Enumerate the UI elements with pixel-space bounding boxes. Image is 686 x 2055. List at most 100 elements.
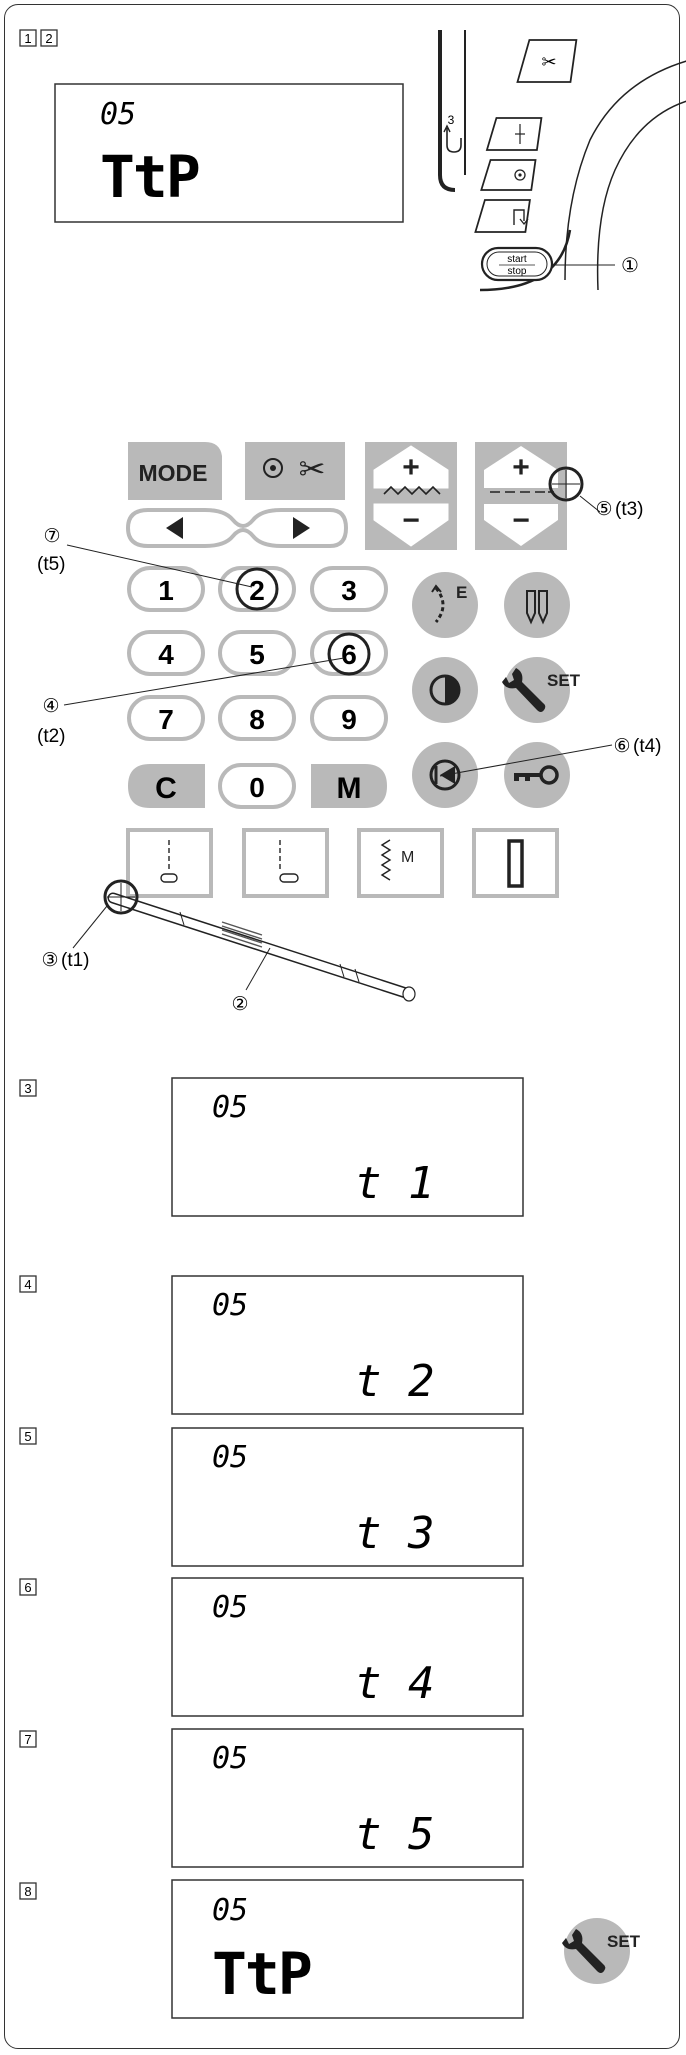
- lcd-display-step-7: [171, 1728, 524, 1868]
- e-label: E: [456, 583, 467, 602]
- key-5[interactable]: 5: [218, 630, 296, 676]
- key-2[interactable]: 2: [218, 566, 296, 612]
- step-marker-3: 3: [24, 1081, 31, 1096]
- page-frame: [4, 4, 680, 2049]
- bartack-button[interactable]: [472, 828, 559, 898]
- set-label-step-8: SET: [607, 1932, 641, 1951]
- lcd-7-code: t 5: [355, 1809, 434, 1860]
- callout-6-leader: [439, 744, 613, 777]
- start-label: start: [507, 254, 527, 265]
- lcd-8-pattern: 05: [212, 1893, 248, 1928]
- lcd-display-step-3: [171, 1077, 524, 1217]
- callout-7-tag: (t5): [37, 554, 66, 575]
- step-marker-7-box: [19, 1730, 37, 1748]
- lcd-3-code: t 1: [355, 1158, 434, 1209]
- step-marker-8: 8: [24, 1884, 31, 1899]
- step-marker-8-box: [19, 1882, 37, 1900]
- elongation-button[interactable]: E: [412, 572, 478, 638]
- lcd-display-step-8: [171, 1879, 524, 2019]
- stop-label: stop: [508, 266, 527, 277]
- key-3[interactable]: 3: [310, 566, 388, 612]
- lcd-code-ttp: TtP: [100, 143, 199, 211]
- callout-3-tag: (t1): [61, 950, 90, 971]
- lcd-7-pattern: 05: [212, 1741, 248, 1776]
- lcd-display-step-4: [171, 1275, 524, 1415]
- step-marker-1: 1: [24, 31, 31, 46]
- key-m-label: M: [337, 772, 362, 805]
- lcd-4-code: t 2: [355, 1356, 434, 1407]
- callout-5-tag: (t3): [615, 499, 644, 520]
- stitch-length-adjuster[interactable]: + −: [475, 442, 567, 550]
- key-c-label: C: [155, 772, 177, 805]
- key-8-label: 8: [249, 704, 265, 735]
- mode-button[interactable]: MODE: [128, 442, 222, 500]
- step-marker-1-box: [19, 29, 37, 47]
- zigzag-m-button[interactable]: M: [357, 828, 444, 898]
- set-button[interactable]: SET: [502, 657, 581, 723]
- stitch-width-adjuster[interactable]: + −: [365, 442, 457, 550]
- m-label: M: [401, 849, 414, 866]
- key-3-label: 3: [341, 575, 357, 606]
- lcd-pattern-number: 05: [100, 97, 136, 132]
- key-9-label: 9: [341, 704, 357, 735]
- width-plus: +: [402, 451, 420, 484]
- key-5-label: 5: [249, 639, 265, 670]
- bartack-icon: [507, 839, 524, 888]
- zigzag-icon: [380, 839, 392, 881]
- reverse-button[interactable]: [474, 199, 531, 233]
- touch-point-t3: [548, 466, 584, 502]
- step-marker-5: 5: [24, 1429, 31, 1444]
- key-0[interactable]: 0: [218, 763, 296, 809]
- arrow-right-icon[interactable]: [293, 517, 310, 539]
- lcd-4-pattern: 05: [212, 1288, 248, 1323]
- highlight-ring-key-2: [235, 567, 279, 611]
- set-label: SET: [547, 671, 581, 690]
- step-marker-4-box: [19, 1275, 37, 1293]
- key-8[interactable]: 8: [218, 695, 296, 741]
- elongation-icon: [434, 587, 445, 623]
- mirror-image-button[interactable]: [412, 657, 478, 723]
- panel-cutter-button[interactable]: ✂: [245, 442, 345, 500]
- restart-icon: [429, 759, 461, 791]
- touch-pen: [107, 892, 416, 1002]
- callout-5-leader: [579, 495, 601, 513]
- lcd-display-step-6: [171, 1577, 524, 1717]
- callout-6-number: ⑥: [613, 736, 630, 757]
- arrow-left-icon[interactable]: [166, 517, 183, 539]
- key-1[interactable]: 1: [127, 566, 205, 612]
- lcd-3-pattern: 05: [212, 1090, 248, 1125]
- key-memory[interactable]: M: [311, 764, 387, 808]
- start-stop-button[interactable]: start stop: [480, 246, 554, 282]
- twin-needle-icon: [526, 590, 548, 625]
- callout-4-leader: [63, 657, 345, 706]
- key-9[interactable]: 9: [310, 695, 388, 741]
- buttonhole-button-2[interactable]: [242, 828, 329, 898]
- callout-5-number: ⑤: [595, 499, 612, 520]
- buttonhole-button-1[interactable]: [126, 828, 213, 898]
- lock-key-button[interactable]: [504, 742, 570, 808]
- callout-3-number: ③: [41, 950, 58, 971]
- set-button-step-8[interactable]: SET: [562, 1918, 641, 1984]
- key-6[interactable]: 6: [310, 630, 388, 676]
- needle-up-down-button[interactable]: [485, 117, 543, 151]
- lcd-5-code: t 3: [355, 1508, 434, 1559]
- key-1-label: 1: [158, 575, 174, 606]
- key-4[interactable]: 4: [127, 630, 205, 676]
- callout-7-leader: [66, 544, 253, 588]
- pattern-arrow-bar: [125, 508, 349, 548]
- highlight-ring-key-6: [327, 632, 371, 676]
- callout-2-number: ②: [231, 994, 248, 1015]
- key-clear[interactable]: C: [128, 764, 205, 808]
- key-0-label: 0: [249, 772, 265, 803]
- callout-2-leader: [245, 947, 271, 991]
- auto-lock-button[interactable]: [480, 159, 537, 191]
- step-marker-4: 4: [24, 1277, 31, 1292]
- key-7[interactable]: 7: [127, 695, 205, 741]
- twin-needle-button[interactable]: [504, 572, 570, 638]
- width-minus: −: [402, 504, 420, 537]
- lcd-display-step-5: [171, 1427, 524, 1567]
- step-marker-5-box: [19, 1427, 37, 1445]
- callout-4-tag: (t2): [37, 726, 66, 747]
- thread-cutter-button[interactable]: ✂: [516, 39, 578, 83]
- step-marker-2-box: [40, 29, 58, 47]
